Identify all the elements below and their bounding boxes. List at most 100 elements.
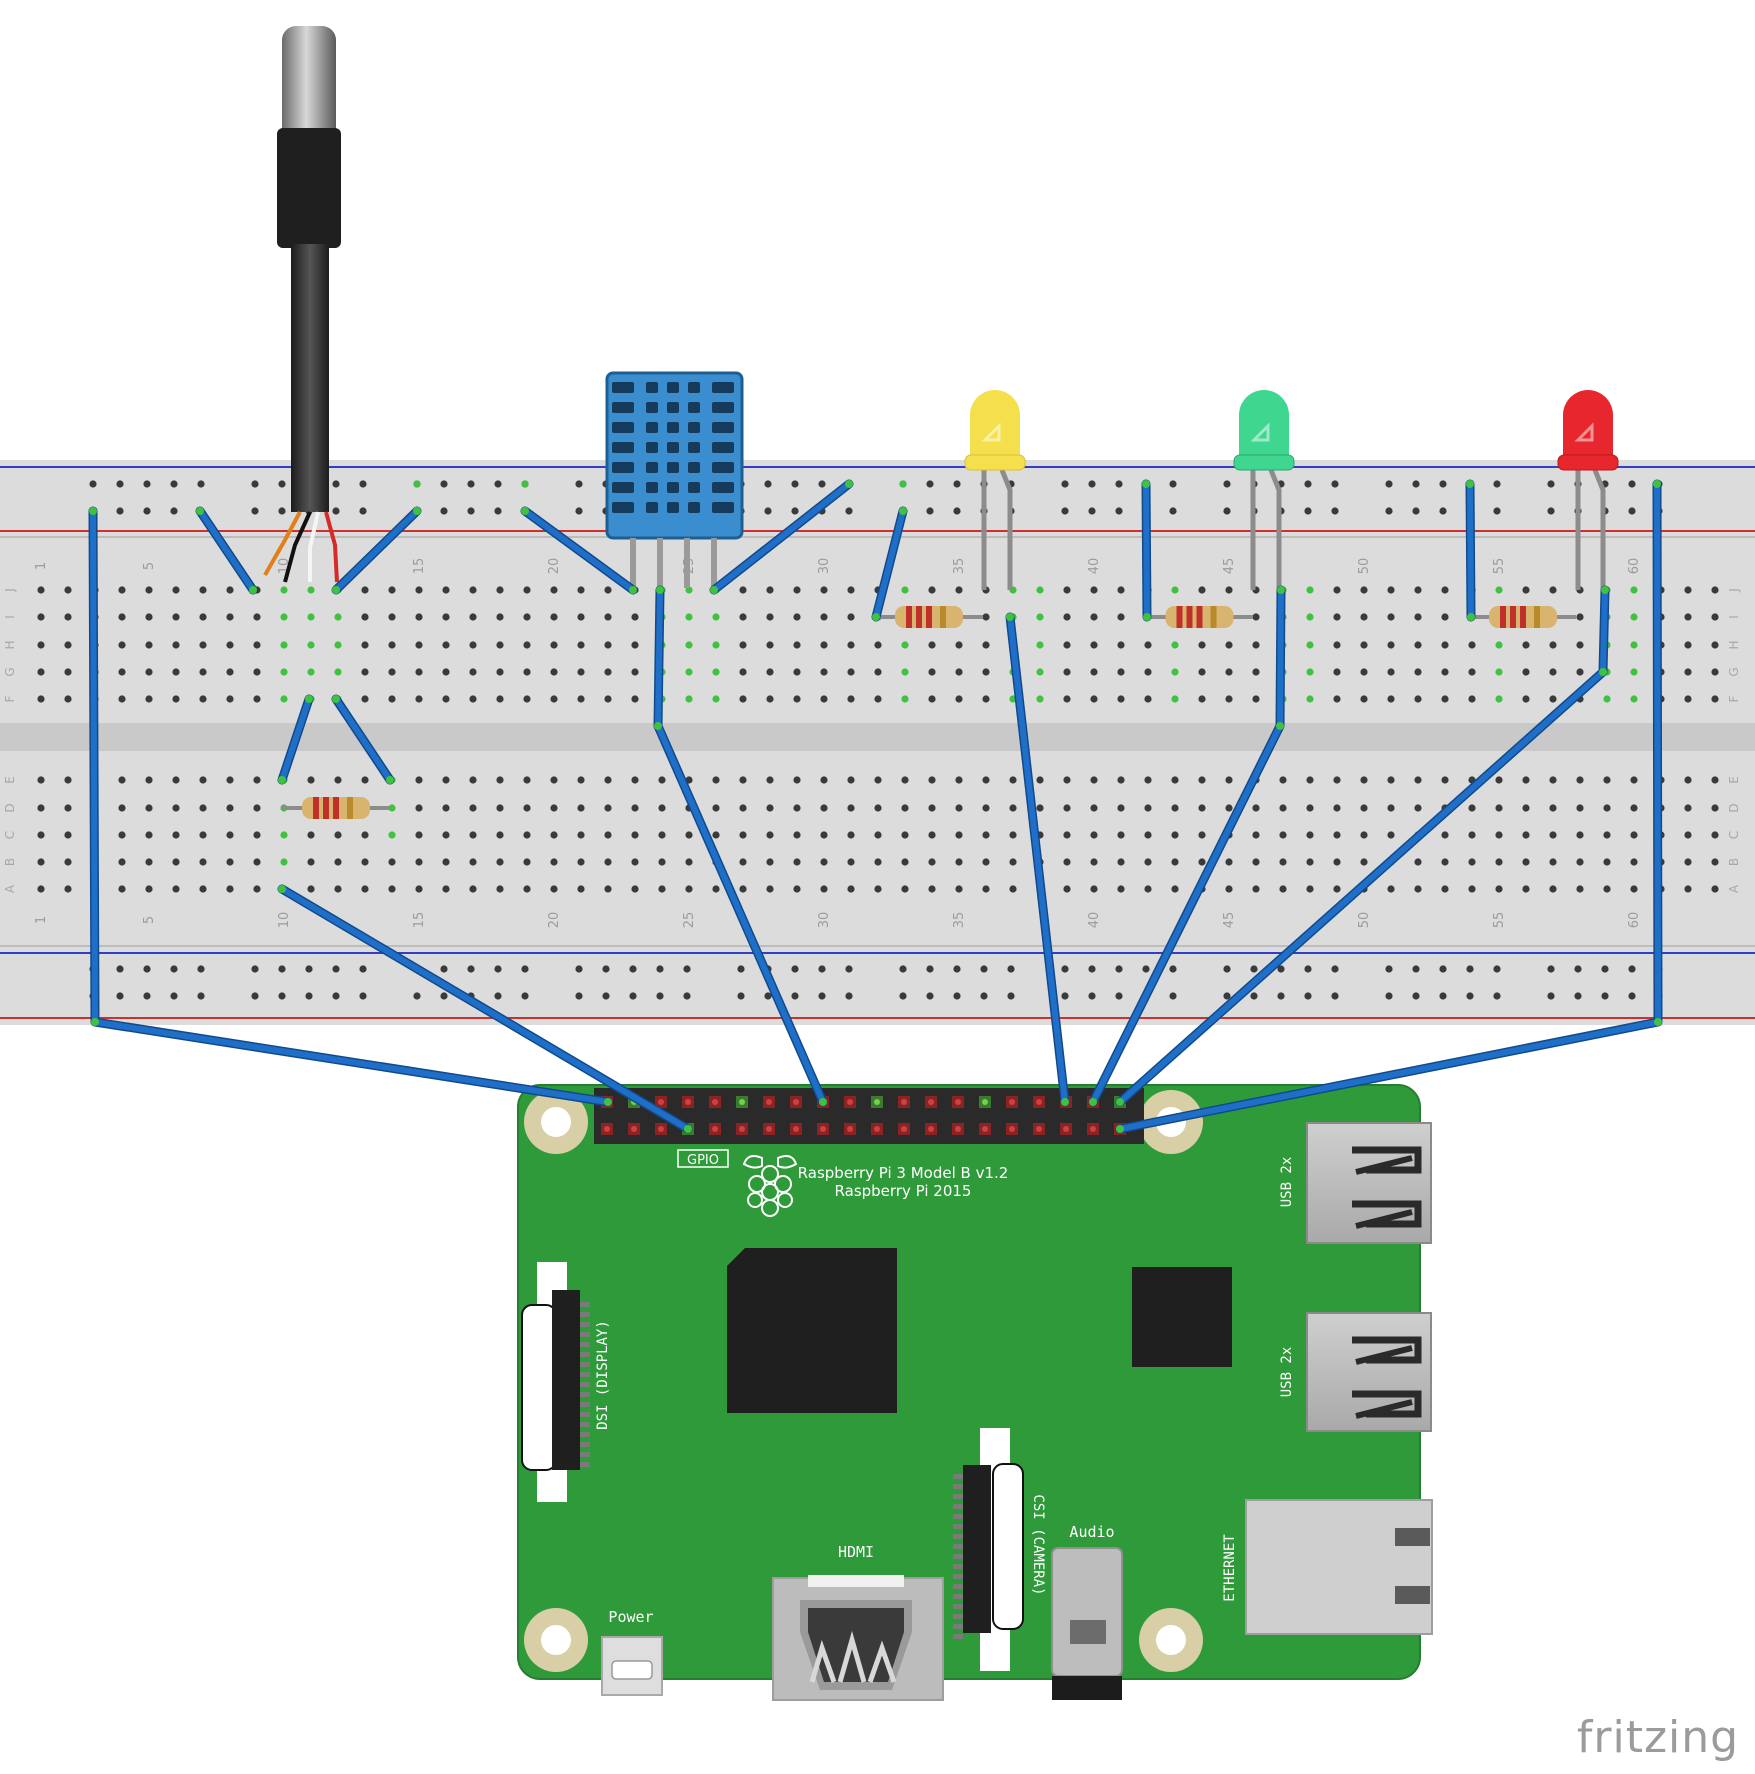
breadboard-hole (604, 586, 612, 594)
breadboard-hole (226, 776, 234, 784)
breadboard-hole (361, 586, 369, 594)
breadboard-hole (1306, 695, 1314, 703)
breadboard-hole (388, 695, 396, 703)
green-led-icon (1233, 390, 1295, 590)
sensor-vent (646, 462, 658, 473)
breadboard-hole (1522, 695, 1530, 703)
breadboard-hole (1468, 831, 1476, 839)
rail-hole (251, 992, 259, 1000)
rail-hole (926, 992, 934, 1000)
breadboard-hole (820, 804, 828, 812)
rail-hole (656, 965, 664, 973)
column-number-bottom: 20 (547, 912, 562, 929)
column-number-bottom: 25 (682, 912, 697, 929)
resistor-probe-pullup (282, 797, 390, 819)
breadboard-hole (496, 804, 504, 812)
breadboard-hole (1171, 858, 1179, 866)
breadboard-hole (847, 858, 855, 866)
gpio-pin-center (874, 1099, 880, 1105)
rail-hole (170, 965, 178, 973)
breadboard-hole (64, 885, 72, 893)
breadboard-hole (1414, 613, 1422, 621)
breadboard-hole (1603, 885, 1611, 893)
connector-pin (580, 1322, 590, 1327)
wire-endpoint (872, 613, 880, 621)
breadboard-hole (766, 586, 774, 594)
breadboard-hole (334, 831, 342, 839)
gpio-pin-center (928, 1099, 934, 1105)
usb-port-1 (1306, 1122, 1432, 1244)
breadboard-hole (1090, 776, 1098, 784)
breadboard-hole (1036, 668, 1044, 676)
breadboard-hole (388, 858, 396, 866)
gpio-pin-center (658, 1099, 664, 1105)
breadboard-hole (1306, 586, 1314, 594)
breadboard-hole (874, 641, 882, 649)
rail-hole (1223, 965, 1231, 973)
breadboard-hole (901, 586, 909, 594)
breadboard-hole (199, 668, 207, 676)
breadboard-hole (253, 831, 261, 839)
gpio-pin-center (901, 1099, 907, 1105)
breadboard-hole (442, 776, 450, 784)
wire-endpoint (654, 722, 662, 730)
breadboard-hole (1360, 804, 1368, 812)
breadboard-hole (307, 858, 315, 866)
breadboard-hole (1360, 695, 1368, 703)
breadboard-hole (1171, 885, 1179, 893)
breadboard-hole (712, 668, 720, 676)
breadboard-hole (550, 885, 558, 893)
rail-hole (332, 992, 340, 1000)
row-letter-top: F (1727, 695, 1741, 702)
breadboard-hole (1279, 804, 1287, 812)
row-letter-bottom: E (1727, 776, 1741, 784)
breadboard-hole (1306, 804, 1314, 812)
breadboard-hole (37, 641, 45, 649)
breadboard-hole (280, 858, 288, 866)
rail-hole (278, 480, 286, 488)
breadboard-hole (1495, 586, 1503, 594)
breadboard-hole (523, 695, 531, 703)
sensor-vent (712, 382, 734, 393)
breadboard-hole (253, 641, 261, 649)
breadboard-hole (1414, 858, 1422, 866)
rail-hole (926, 507, 934, 515)
breadboard-hole (1063, 831, 1071, 839)
breadboard-hole (982, 804, 990, 812)
breadboard-hole (739, 858, 747, 866)
breadboard-hole (1441, 858, 1449, 866)
breadboard-hole (1144, 831, 1152, 839)
sensor-vent (712, 402, 734, 413)
breadboard-hole (739, 776, 747, 784)
breadboard-hole (928, 831, 936, 839)
rail-hole (1466, 965, 1474, 973)
rail-hole (1277, 965, 1285, 973)
sensor-vent (612, 462, 634, 473)
rail-hole (980, 965, 988, 973)
wire-endpoint (1653, 480, 1661, 488)
breadboard-hole (1468, 695, 1476, 703)
breadboard-hole (1171, 776, 1179, 784)
jumper-wire (333, 508, 420, 593)
breadboard-hole (469, 831, 477, 839)
breadboard-hole (1495, 776, 1503, 784)
breadboard-hole (145, 858, 153, 866)
breadboard-hole (901, 831, 909, 839)
temperature-probe-icon (263, 26, 341, 583)
breadboard-hole (199, 613, 207, 621)
breadboard-hole (1198, 804, 1206, 812)
breadboard-hole (172, 776, 180, 784)
gpio-pin-center (1090, 1126, 1096, 1132)
gpio-label: GPIO (687, 1153, 719, 1168)
breadboard-hole (334, 776, 342, 784)
breadboard-hole (739, 668, 747, 676)
breadboard-hole (442, 804, 450, 812)
breadboard-hole (1063, 586, 1071, 594)
breadboard-hole (388, 641, 396, 649)
row-letter-top: F (3, 695, 17, 702)
breadboard-hole (1495, 885, 1503, 893)
rail-hole (656, 992, 664, 1000)
breadboard-hole (523, 613, 531, 621)
rail-hole (1169, 965, 1177, 973)
sensor-vent (712, 462, 734, 473)
